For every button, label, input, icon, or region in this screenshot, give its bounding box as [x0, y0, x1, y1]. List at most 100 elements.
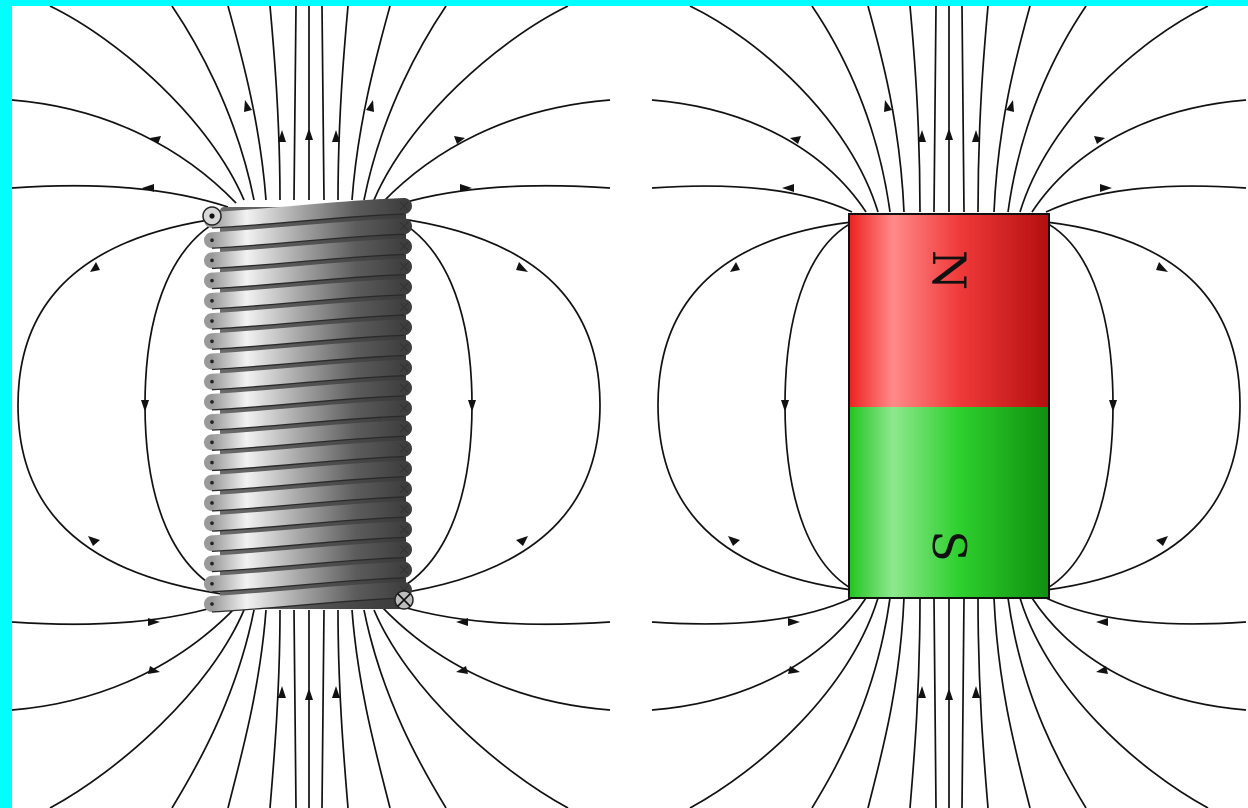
field-line — [227, 609, 267, 808]
current-in-mark — [399, 322, 409, 332]
arrow-up — [278, 130, 286, 142]
field-line — [373, 609, 569, 808]
coil-turn — [204, 278, 412, 309]
coil-turn-edge — [211, 415, 405, 431]
coil-turn — [204, 379, 412, 410]
field-line — [293, 6, 297, 201]
field-line — [1019, 597, 1209, 808]
arrow-up — [1006, 100, 1014, 112]
arrow-left — [90, 262, 100, 272]
bar-magnet: N S — [848, 213, 1050, 599]
arrow-up — [366, 100, 374, 112]
arrow-up — [918, 130, 926, 142]
arrow-down — [781, 400, 789, 412]
arrow-right — [454, 136, 465, 144]
arrow-up — [305, 128, 313, 140]
field-line — [961, 6, 965, 213]
field-line — [811, 6, 891, 213]
current-in-mark — [399, 221, 409, 231]
coil-turn-edge — [211, 577, 405, 593]
field-line — [171, 6, 255, 201]
arrow-left — [782, 184, 794, 192]
solenoid-field-lines — [12, 6, 611, 808]
current-in-mark — [399, 302, 409, 312]
current-out-dot — [209, 213, 215, 219]
current-out-mark — [210, 541, 214, 546]
coil-turn-edge — [211, 556, 405, 573]
arrow-down — [1156, 262, 1168, 272]
coil-turn — [204, 561, 412, 592]
coil-turn — [204, 460, 412, 491]
current-in-mark — [399, 363, 409, 373]
field-line — [1045, 185, 1247, 213]
coil-turn-edge — [211, 294, 405, 310]
arrow-left — [1096, 618, 1108, 626]
field-line — [867, 597, 905, 808]
field-line — [389, 602, 611, 626]
arrow-left — [1096, 666, 1108, 674]
arrow-right — [728, 536, 740, 546]
field-line — [321, 6, 325, 201]
arrow-up — [884, 100, 892, 112]
arrow-left — [142, 184, 154, 192]
field-line — [12, 602, 229, 626]
coil-turn-edge — [211, 597, 405, 613]
coil-turn — [204, 521, 412, 552]
current-out-mark — [210, 238, 214, 243]
wire-end-bottom — [394, 590, 414, 610]
coil-turn-edge — [211, 273, 405, 290]
coil-turn-edge — [211, 213, 405, 229]
current-in-mark — [399, 403, 409, 413]
coil-turn-edge — [211, 314, 405, 330]
arrow-right — [788, 666, 800, 674]
current-in-mark — [399, 383, 409, 393]
south-pole — [849, 407, 1049, 598]
magnet-field-lines — [651, 6, 1247, 808]
solenoid-coil — [202, 198, 414, 613]
field-line — [651, 99, 867, 213]
current-out-mark — [210, 420, 214, 424]
current-in-mark — [399, 524, 409, 534]
field-line — [394, 217, 601, 595]
current-out-mark — [210, 501, 214, 505]
field-diagram: N S — [12, 6, 1247, 808]
field-line — [293, 609, 297, 808]
coil-turn — [204, 359, 412, 390]
field-line — [351, 6, 391, 201]
field-line — [689, 597, 879, 808]
south-pole-label: S — [922, 530, 976, 562]
coil-turn — [204, 319, 412, 350]
coil-turn — [204, 420, 412, 451]
coil-turn — [204, 258, 412, 289]
field-line — [337, 609, 349, 808]
field-line — [171, 609, 255, 808]
field-line — [867, 6, 905, 213]
arrow-up — [332, 130, 340, 142]
coil-turn — [204, 339, 412, 370]
solenoid-field-arrows — [88, 100, 528, 700]
field-line — [1045, 221, 1241, 591]
field-line — [12, 184, 229, 208]
current-in-mark — [399, 484, 409, 494]
coil-turn-edge — [211, 375, 405, 391]
arrow-up — [945, 688, 953, 700]
coil-turn-edge — [211, 334, 405, 350]
arrow-left — [1156, 536, 1168, 546]
current-out-mark — [210, 561, 214, 566]
north-pole — [849, 214, 1049, 407]
current-in-mark — [399, 343, 409, 352]
current-out-mark — [210, 602, 214, 606]
current-out-mark — [210, 258, 214, 263]
arrow-down — [1109, 400, 1117, 412]
field-line — [381, 606, 611, 711]
arrow-up — [972, 686, 980, 698]
current-in-cross — [397, 593, 411, 607]
arrow-right — [88, 536, 100, 546]
coil-turn-edge — [211, 455, 405, 472]
current-out-mark — [210, 359, 214, 364]
field-line — [351, 609, 391, 808]
coil-turn-edge — [211, 496, 405, 512]
arrow-right — [788, 618, 800, 626]
current-out-mark — [210, 480, 214, 485]
current-out-mark — [210, 521, 214, 525]
